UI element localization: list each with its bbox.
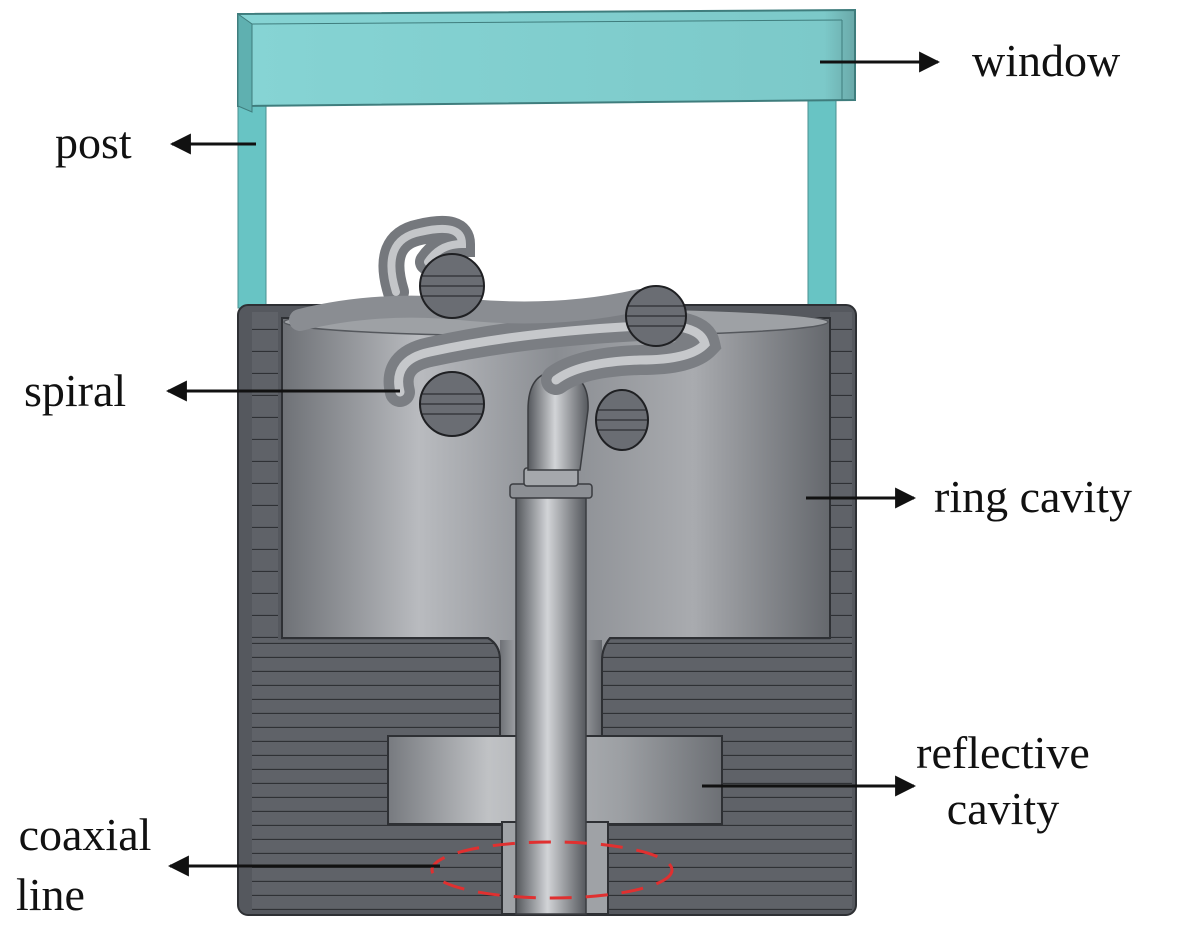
- label-coaxial-line-line1: coaxial: [18, 809, 152, 860]
- spiral-cross-sections: [419, 253, 687, 451]
- label-reflective-cavity-line1: reflective: [916, 727, 1090, 778]
- coaxial-highlight-ellipse: [430, 840, 674, 900]
- posts: [237, 97, 837, 309]
- label-reflective-cavity-line2: cavity: [946, 783, 1060, 834]
- label-arrows: [165, 51, 941, 877]
- label-window: window: [972, 35, 1121, 86]
- label-spiral: spiral: [24, 365, 127, 416]
- central-rod: [509, 371, 593, 915]
- label-coaxial-line-line2: line: [16, 869, 85, 920]
- label-reflective-cavity: reflective cavity: [890, 730, 1116, 832]
- label-post: post: [55, 117, 132, 168]
- label-ring-cavity: ring cavity: [934, 471, 1132, 522]
- left-post: [237, 97, 267, 309]
- label-coaxial-line: coaxial line: [0, 812, 170, 918]
- spiral: [289, 216, 722, 451]
- window-plate: [237, 8, 856, 113]
- right-post: [807, 97, 837, 309]
